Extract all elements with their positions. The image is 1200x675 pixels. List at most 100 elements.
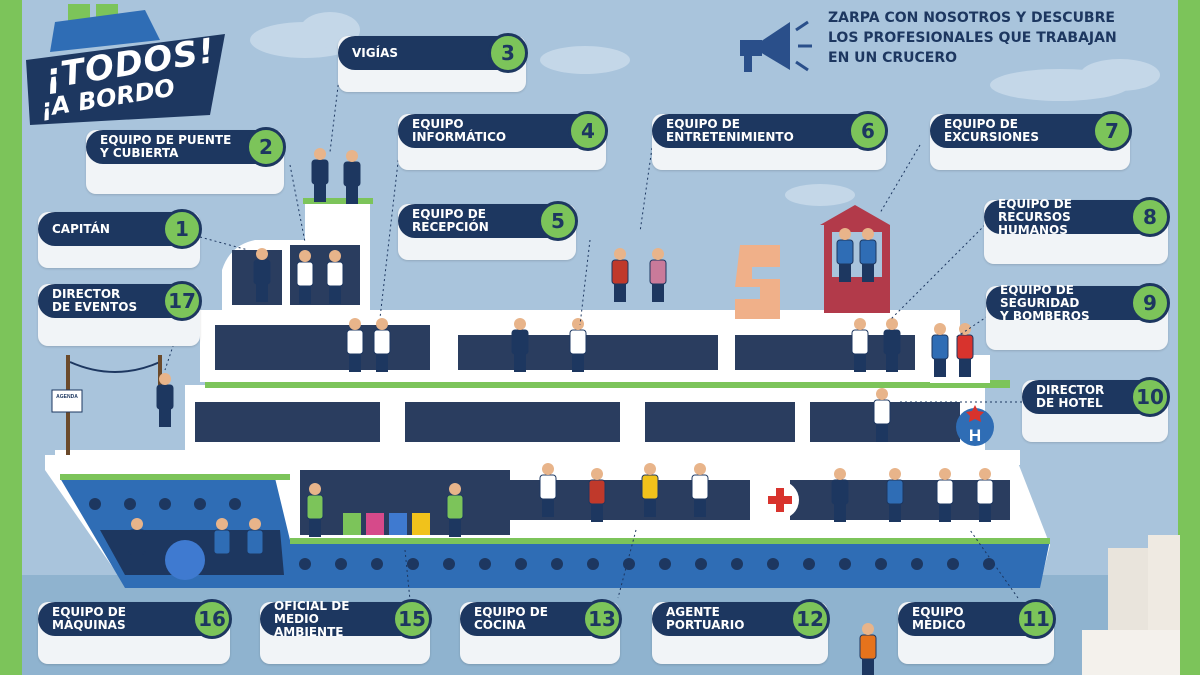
crew-figure xyxy=(253,248,271,302)
crew-figure xyxy=(886,468,904,522)
role-card-agente-portuario: AGENTE PORTUARIO 12 xyxy=(652,599,830,664)
porthole xyxy=(803,558,815,570)
role-card-director-hotel: DIRECTOR DE HOTEL 10 xyxy=(1022,377,1170,442)
hotel-badge-letter: H xyxy=(969,426,981,445)
role-number: 2 xyxy=(246,127,286,167)
crew-figure xyxy=(306,483,324,537)
crew-figure xyxy=(246,518,264,572)
porthole xyxy=(515,558,527,570)
role-card-excursiones: EQUIPO DE EXCURSIONES 7 xyxy=(930,111,1132,170)
role-number: 13 xyxy=(582,599,622,639)
role-number: 6 xyxy=(848,111,888,151)
crew-figure xyxy=(859,623,877,675)
porthole xyxy=(767,558,779,570)
excursion-booth xyxy=(820,205,890,313)
porthole xyxy=(623,558,635,570)
porthole xyxy=(983,558,995,570)
role-number: 10 xyxy=(1130,377,1170,417)
crew-figure xyxy=(213,518,231,572)
hotel-badge-icon xyxy=(956,408,994,446)
porthole xyxy=(299,558,311,570)
logo-badge xyxy=(26,4,225,125)
role-card-medio-ambiente: OFICIAL DE MEDIO AMBIENTE 15 xyxy=(260,599,432,664)
role-card-maquinas: EQUIPO DE MÁQUINAS 16 xyxy=(38,599,232,664)
role-label: EQUIPO DE COCINA xyxy=(460,602,620,636)
role-number: 3 xyxy=(488,33,528,73)
crew-figure xyxy=(873,388,891,442)
porthole xyxy=(947,558,959,570)
porthole xyxy=(551,558,563,570)
porthole xyxy=(479,558,491,570)
role-card-recursos-humanos: EQUIPO DE RECURSOS HUMANOS 8 xyxy=(984,197,1170,264)
role-number: 12 xyxy=(790,599,830,639)
crew-figure xyxy=(851,318,869,372)
crew-figure xyxy=(691,463,709,517)
port-buildings xyxy=(1082,535,1180,675)
crew-figure xyxy=(446,483,464,537)
role-card-vigias: VIGÍAS 3 xyxy=(338,33,528,92)
porthole xyxy=(839,558,851,570)
crew-figure xyxy=(128,518,146,572)
entertainment-sign-icon xyxy=(735,245,780,319)
clouds xyxy=(250,12,1160,206)
gear-icon xyxy=(165,540,205,580)
crew-figure xyxy=(641,463,659,517)
crew-figure xyxy=(311,148,329,202)
porthole xyxy=(371,558,383,570)
role-number: 16 xyxy=(192,599,232,639)
role-card-puente: EQUIPO DE PUENTE Y CUBIERTA 2 xyxy=(86,127,286,194)
crew-figure xyxy=(296,250,314,304)
crew-figure xyxy=(859,228,877,282)
crew-figure xyxy=(883,318,901,372)
header-text: ZARPA CON NOSOTROS Y DESCUBRE LOS PROFES… xyxy=(828,10,1117,66)
role-card-recepcion: EQUIPO DE RECEPCIÓN 5 xyxy=(398,201,578,260)
role-number: 4 xyxy=(568,111,608,151)
left-frame-border xyxy=(0,0,22,675)
crew-figure xyxy=(373,318,391,372)
role-card-seguridad: EQUIPO DE SEGURIDAD Y BOMBEROS 9 xyxy=(986,283,1170,350)
crew-figure xyxy=(569,318,587,372)
recycling-bins xyxy=(343,513,430,535)
right-frame-border xyxy=(1178,0,1200,675)
role-card-medico: EQUIPO MÉDICO 11 xyxy=(898,599,1056,664)
role-number: 17 xyxy=(162,281,202,321)
crew-figure xyxy=(831,468,849,522)
porthole xyxy=(587,558,599,570)
porthole xyxy=(407,558,419,570)
crew-figure xyxy=(539,463,557,517)
role-number: 9 xyxy=(1130,283,1170,323)
agenda-label: AGENDA xyxy=(56,394,78,400)
porthole xyxy=(911,558,923,570)
porthole xyxy=(695,558,707,570)
role-label: EQUIPO DE ENTRETENIMIENTO xyxy=(652,114,886,148)
crew-figure xyxy=(649,248,667,302)
porthole xyxy=(731,558,743,570)
role-card-informatico: EQUIPO INFORMÁTICO 4 xyxy=(398,111,608,170)
porthole xyxy=(875,558,887,570)
porthole xyxy=(659,558,671,570)
crew-figure xyxy=(931,323,949,377)
agenda-board xyxy=(51,389,83,413)
megaphone-icon xyxy=(740,20,812,72)
role-number: 7 xyxy=(1092,111,1132,151)
role-card-cocina: EQUIPO DE COCINA 13 xyxy=(460,599,622,664)
role-card-director-eventos: DIRECTOR DE EVENTOS 17 xyxy=(38,281,202,346)
role-number: 15 xyxy=(392,599,432,639)
crew-figure xyxy=(156,373,174,427)
ship-bridge xyxy=(222,198,373,312)
role-number: 8 xyxy=(1130,197,1170,237)
crew-figure xyxy=(976,468,994,522)
porthole xyxy=(443,558,455,570)
role-card-capitan: CAPITÁN 1 xyxy=(38,209,202,268)
crew-figure xyxy=(346,318,364,372)
crew-figure xyxy=(326,250,344,304)
role-number: 5 xyxy=(538,201,578,241)
crew-members xyxy=(128,148,994,675)
crew-figure xyxy=(611,248,629,302)
crew-figure xyxy=(343,150,361,204)
crew-figure xyxy=(936,468,954,522)
crew-figure xyxy=(836,228,854,282)
porthole xyxy=(335,558,347,570)
role-card-entretenimiento: EQUIPO DE ENTRETENIMIENTO 6 xyxy=(652,111,888,170)
crew-figure xyxy=(511,318,529,372)
